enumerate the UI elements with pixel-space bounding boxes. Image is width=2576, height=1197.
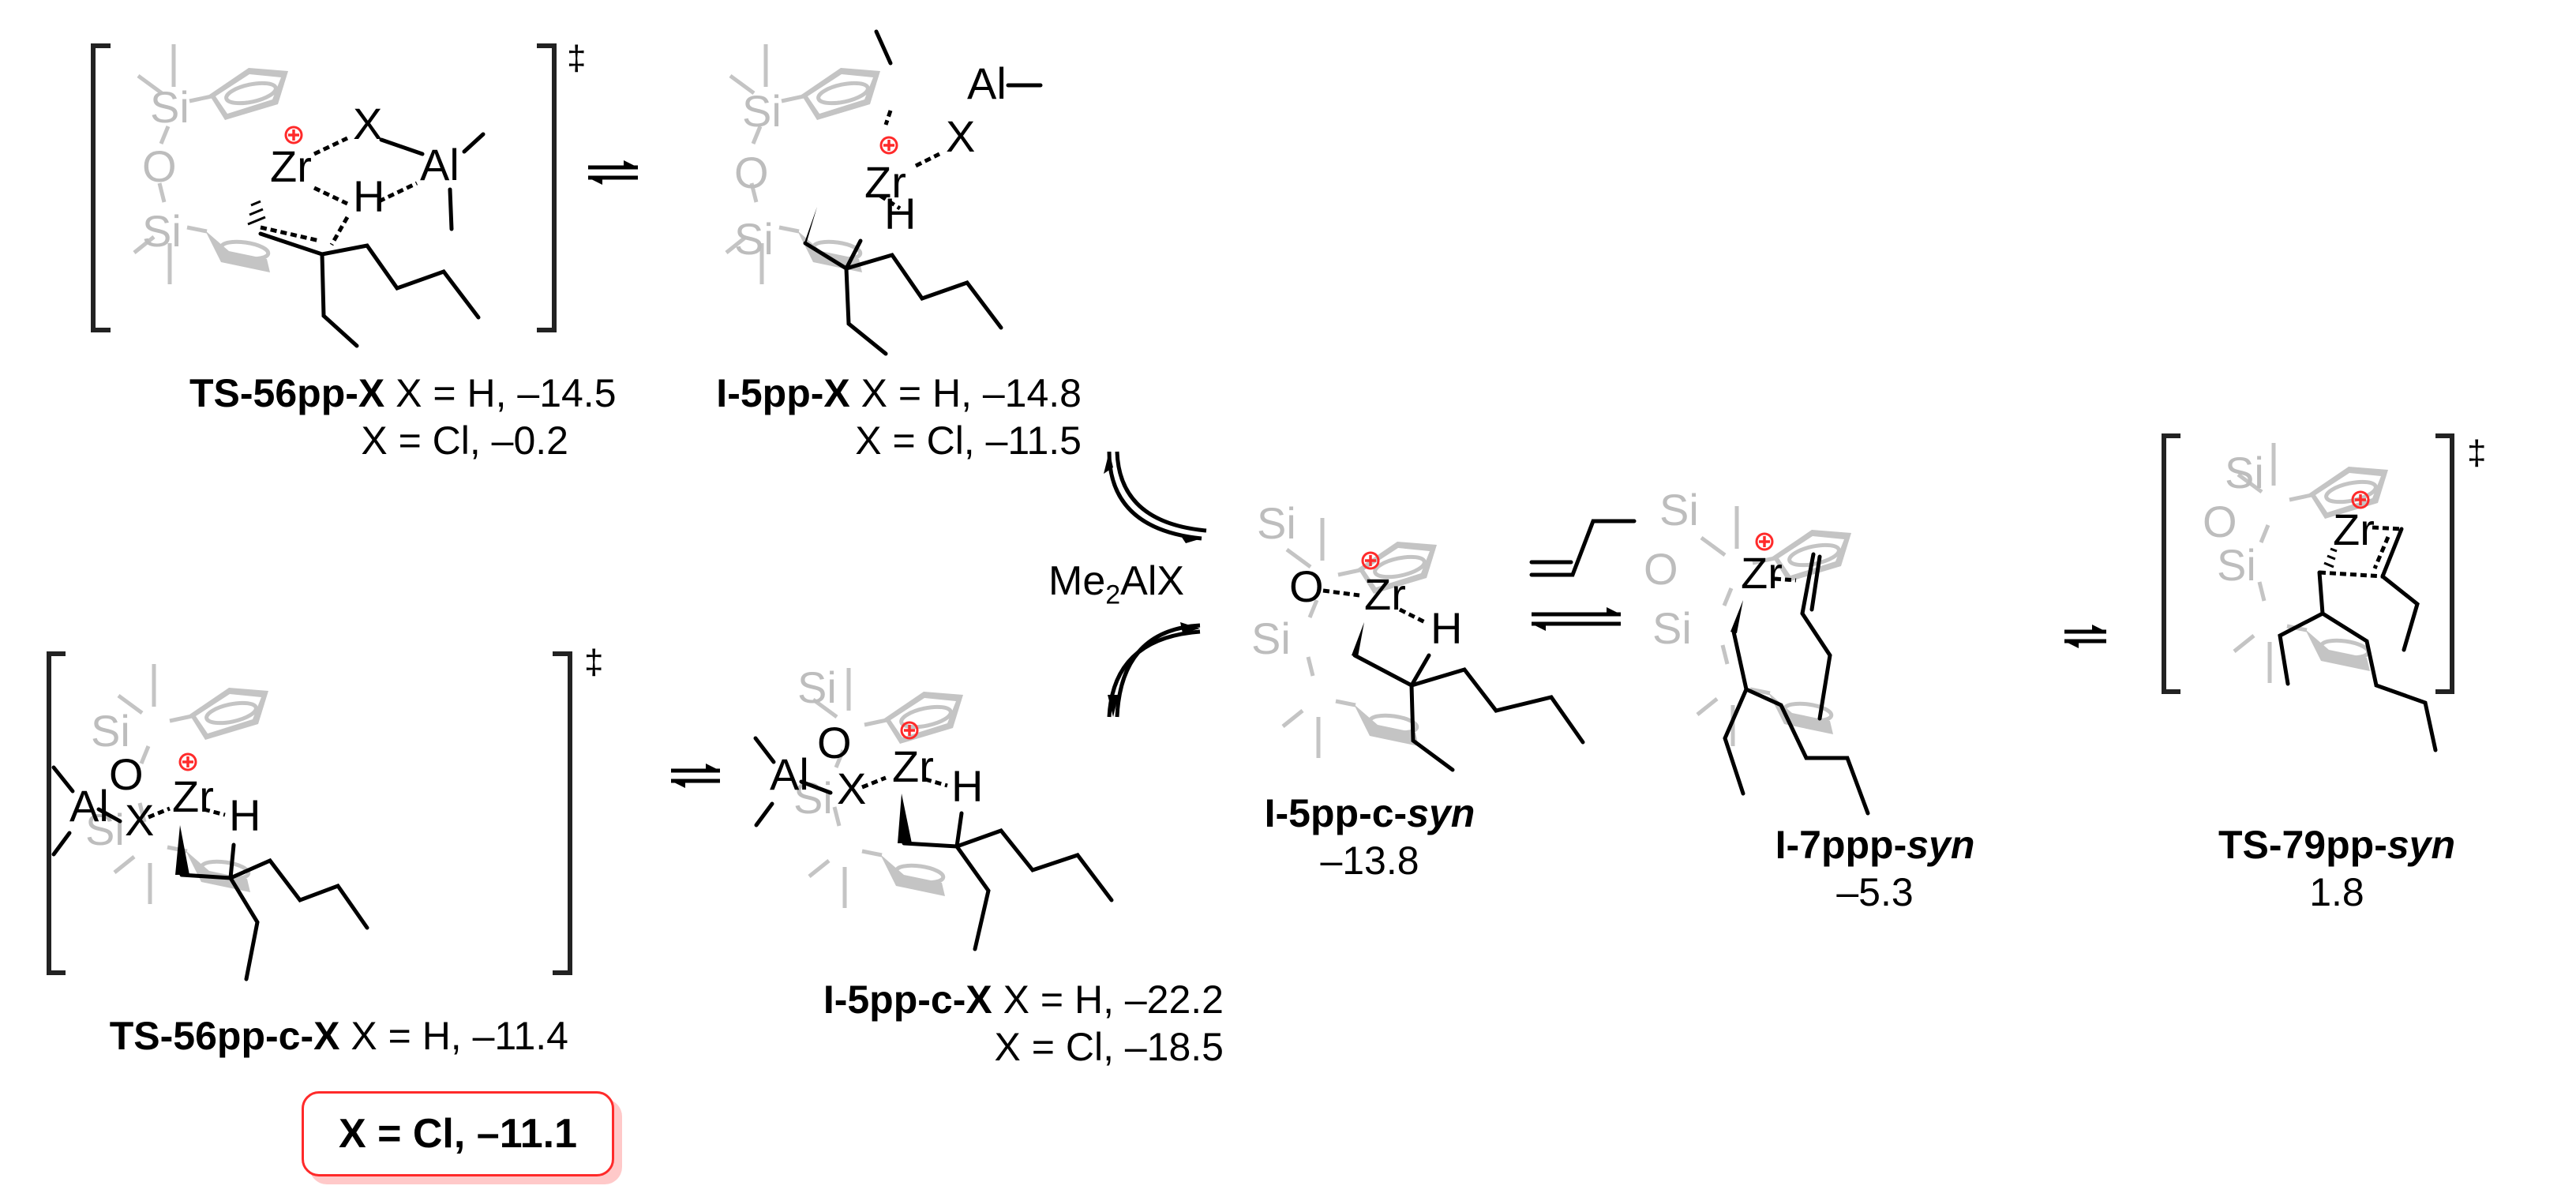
svg-text:Al: Al	[967, 58, 1007, 108]
label-i5ppcsyn: I-5pp-c-syn –13.8	[1264, 791, 1475, 883]
svg-text:Si: Si	[1251, 614, 1291, 663]
curved-arrow-upper	[1104, 451, 1207, 543]
energy: –5.3	[1836, 870, 1914, 914]
svg-text:X: X	[125, 795, 154, 845]
svg-text:O: O	[734, 148, 769, 197]
energy-cl: X = Cl, –0.2	[361, 418, 568, 463]
equilibrium-arrow-4	[2064, 625, 2106, 648]
structure-i5ppcX: Si Si O Al X Zr H	[753, 662, 1114, 951]
species-name: I-5pp-X	[716, 371, 850, 415]
energy-h: X = H, –11.4	[351, 1014, 568, 1058]
svg-text:Si: Si	[1257, 498, 1296, 548]
label-i7pppsyn: I-7ppp-syn –5.3	[1775, 823, 1975, 914]
svg-text:O: O	[109, 749, 144, 799]
svg-text:Zr: Zr	[172, 771, 214, 821]
label-i5ppX: I-5pp-X X = H, –14.8 X = Cl, –11.5	[679, 370, 1082, 464]
svg-text:Zr: Zr	[1741, 548, 1783, 598]
svg-text:Zr: Zr	[2333, 505, 2375, 554]
svg-text:O: O	[2203, 497, 2237, 546]
structure-i7pppsyn: Si Si O Zr	[1644, 485, 1870, 816]
label-i5ppcX: I-5pp-c-X X = H, –22.2 X = Cl, –18.5	[750, 976, 1224, 1071]
svg-text:Si: Si	[142, 206, 182, 256]
highlighted-energy-cl: X = Cl, –11.1	[302, 1091, 614, 1176]
svg-text:Al: Al	[770, 749, 809, 799]
svg-text:Si: Si	[734, 214, 774, 264]
equilibrium-arrow-1	[588, 160, 638, 185]
dagger-ts56ppcX: ‡	[584, 643, 603, 681]
svg-text:Al: Al	[420, 140, 459, 189]
svg-text:Al: Al	[69, 781, 109, 831]
energy: 1.8	[2309, 870, 2364, 914]
equilibrium-arrow-2	[671, 764, 720, 788]
svg-text:O: O	[1289, 561, 1324, 611]
energy-h: X = H, –22.2	[1003, 977, 1224, 1022]
svg-text:Si: Si	[797, 662, 837, 712]
svg-text:O: O	[817, 718, 852, 767]
svg-text:Zr: Zr	[892, 741, 934, 791]
svg-text:H: H	[353, 171, 384, 221]
energy-h: X = H, –14.8	[861, 371, 1082, 415]
svg-text:Si: Si	[2217, 540, 2256, 590]
svg-text:H: H	[884, 189, 916, 238]
energy-cl: X = Cl, –18.5	[994, 1025, 1224, 1069]
svg-text:O: O	[142, 141, 177, 191]
svg-text:H: H	[1430, 603, 1462, 653]
label-ts56ppX: TS-56pp-X X = H, –14.5 X = Cl, –0.2	[189, 370, 617, 464]
structure-ts56ppX: Si O Si Zr X Al H	[91, 44, 557, 348]
structure-i5ppcsyn: Si Si O Zr H	[1251, 498, 1585, 772]
label-ts79ppsyn: TS-79pp-syn 1.8	[2218, 823, 2456, 914]
svg-text:Si: Si	[2225, 448, 2264, 497]
svg-text:H: H	[951, 761, 983, 811]
butene-reagent	[1529, 519, 1637, 577]
svg-text:Si: Si	[1659, 485, 1699, 535]
svg-text:Zr: Zr	[1364, 569, 1406, 619]
svg-text:X: X	[353, 99, 382, 148]
reagent-me2alx: Me2AlX	[1048, 558, 1185, 610]
energy: –13.8	[1320, 839, 1419, 883]
svg-text:O: O	[1644, 544, 1678, 594]
svg-text:Si: Si	[150, 82, 189, 132]
dagger-ts79ppsyn: ‡	[2467, 433, 2486, 472]
equilibrium-arrow-3	[1532, 607, 1621, 631]
svg-text:X: X	[946, 111, 975, 161]
structure-ts79ppsyn: Si Si O Zr	[2162, 433, 2454, 752]
curved-arrow-lower	[1107, 622, 1201, 718]
energy-h: X = H, –14.5	[396, 371, 617, 415]
svg-text:H: H	[229, 790, 261, 840]
svg-text:Zr: Zr	[270, 141, 312, 191]
svg-text:Si: Si	[91, 706, 130, 756]
structure-i5ppX: Si O Si Zr X H Al	[726, 29, 1043, 356]
svg-text:Si: Si	[742, 86, 782, 136]
species-name: TS-56pp-c-X	[109, 1014, 340, 1058]
species-name: TS-56pp-X	[189, 371, 385, 415]
energy-cl: X = Cl, –11.5	[855, 418, 1082, 463]
svg-text:X: X	[837, 764, 866, 813]
dagger-ts56ppX: ‡	[567, 39, 586, 77]
species-name: I-5pp-c-X	[823, 977, 992, 1022]
label-ts56ppcX: TS-56pp-c-X X = H, –11.4	[63, 1012, 568, 1060]
structure-ts56ppcX: Si Si O Al X Zr H	[47, 651, 572, 981]
svg-text:Si: Si	[1652, 603, 1692, 653]
